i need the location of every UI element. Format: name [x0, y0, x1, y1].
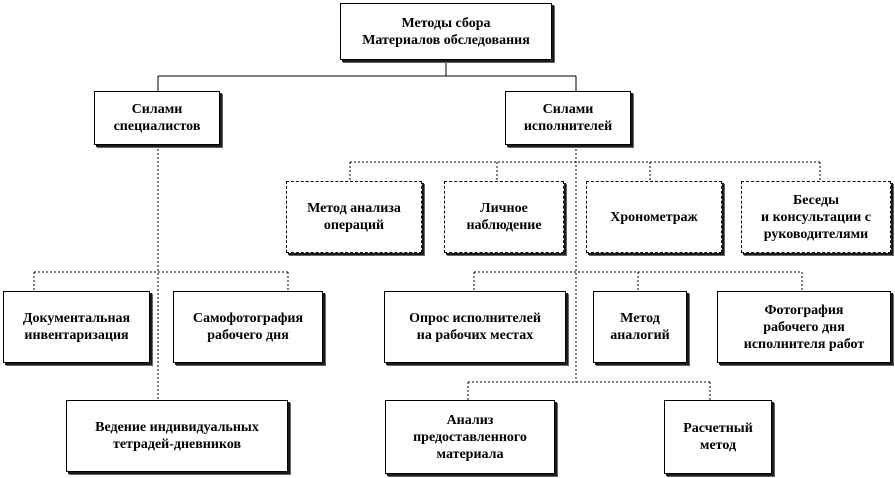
- method-timekeeping: Хронометраж: [586, 181, 722, 253]
- method-self-photography: Самофотография рабочего дня: [173, 291, 323, 363]
- method-materials-analysis: Анализ предоставленного материала: [385, 400, 555, 474]
- method-workday-photography: Фотография рабочего дня исполнителя рабо…: [717, 291, 891, 363]
- root-node: Методы сбора Материалов обследования: [340, 3, 552, 60]
- specialists-node: Силами специалистов: [94, 91, 220, 145]
- method-operations-analysis: Метод анализа операций: [286, 181, 422, 253]
- method-management-consultations: Беседы и консультации с руководителями: [741, 181, 891, 253]
- method-calculation: Расчетный метод: [664, 400, 772, 474]
- method-analogies: Метод аналогий: [593, 291, 687, 363]
- method-documentary-inventory: Документальная инвентаризация: [3, 291, 150, 363]
- performers-node: Силами исполнителей: [505, 91, 631, 145]
- method-workplace-survey: Опрос исполнителей на рабочих местах: [384, 291, 566, 363]
- method-individual-diaries: Ведение индивидуальных тетрадей-дневнико…: [66, 400, 288, 472]
- method-personal-observation: Личное наблюдение: [444, 181, 564, 253]
